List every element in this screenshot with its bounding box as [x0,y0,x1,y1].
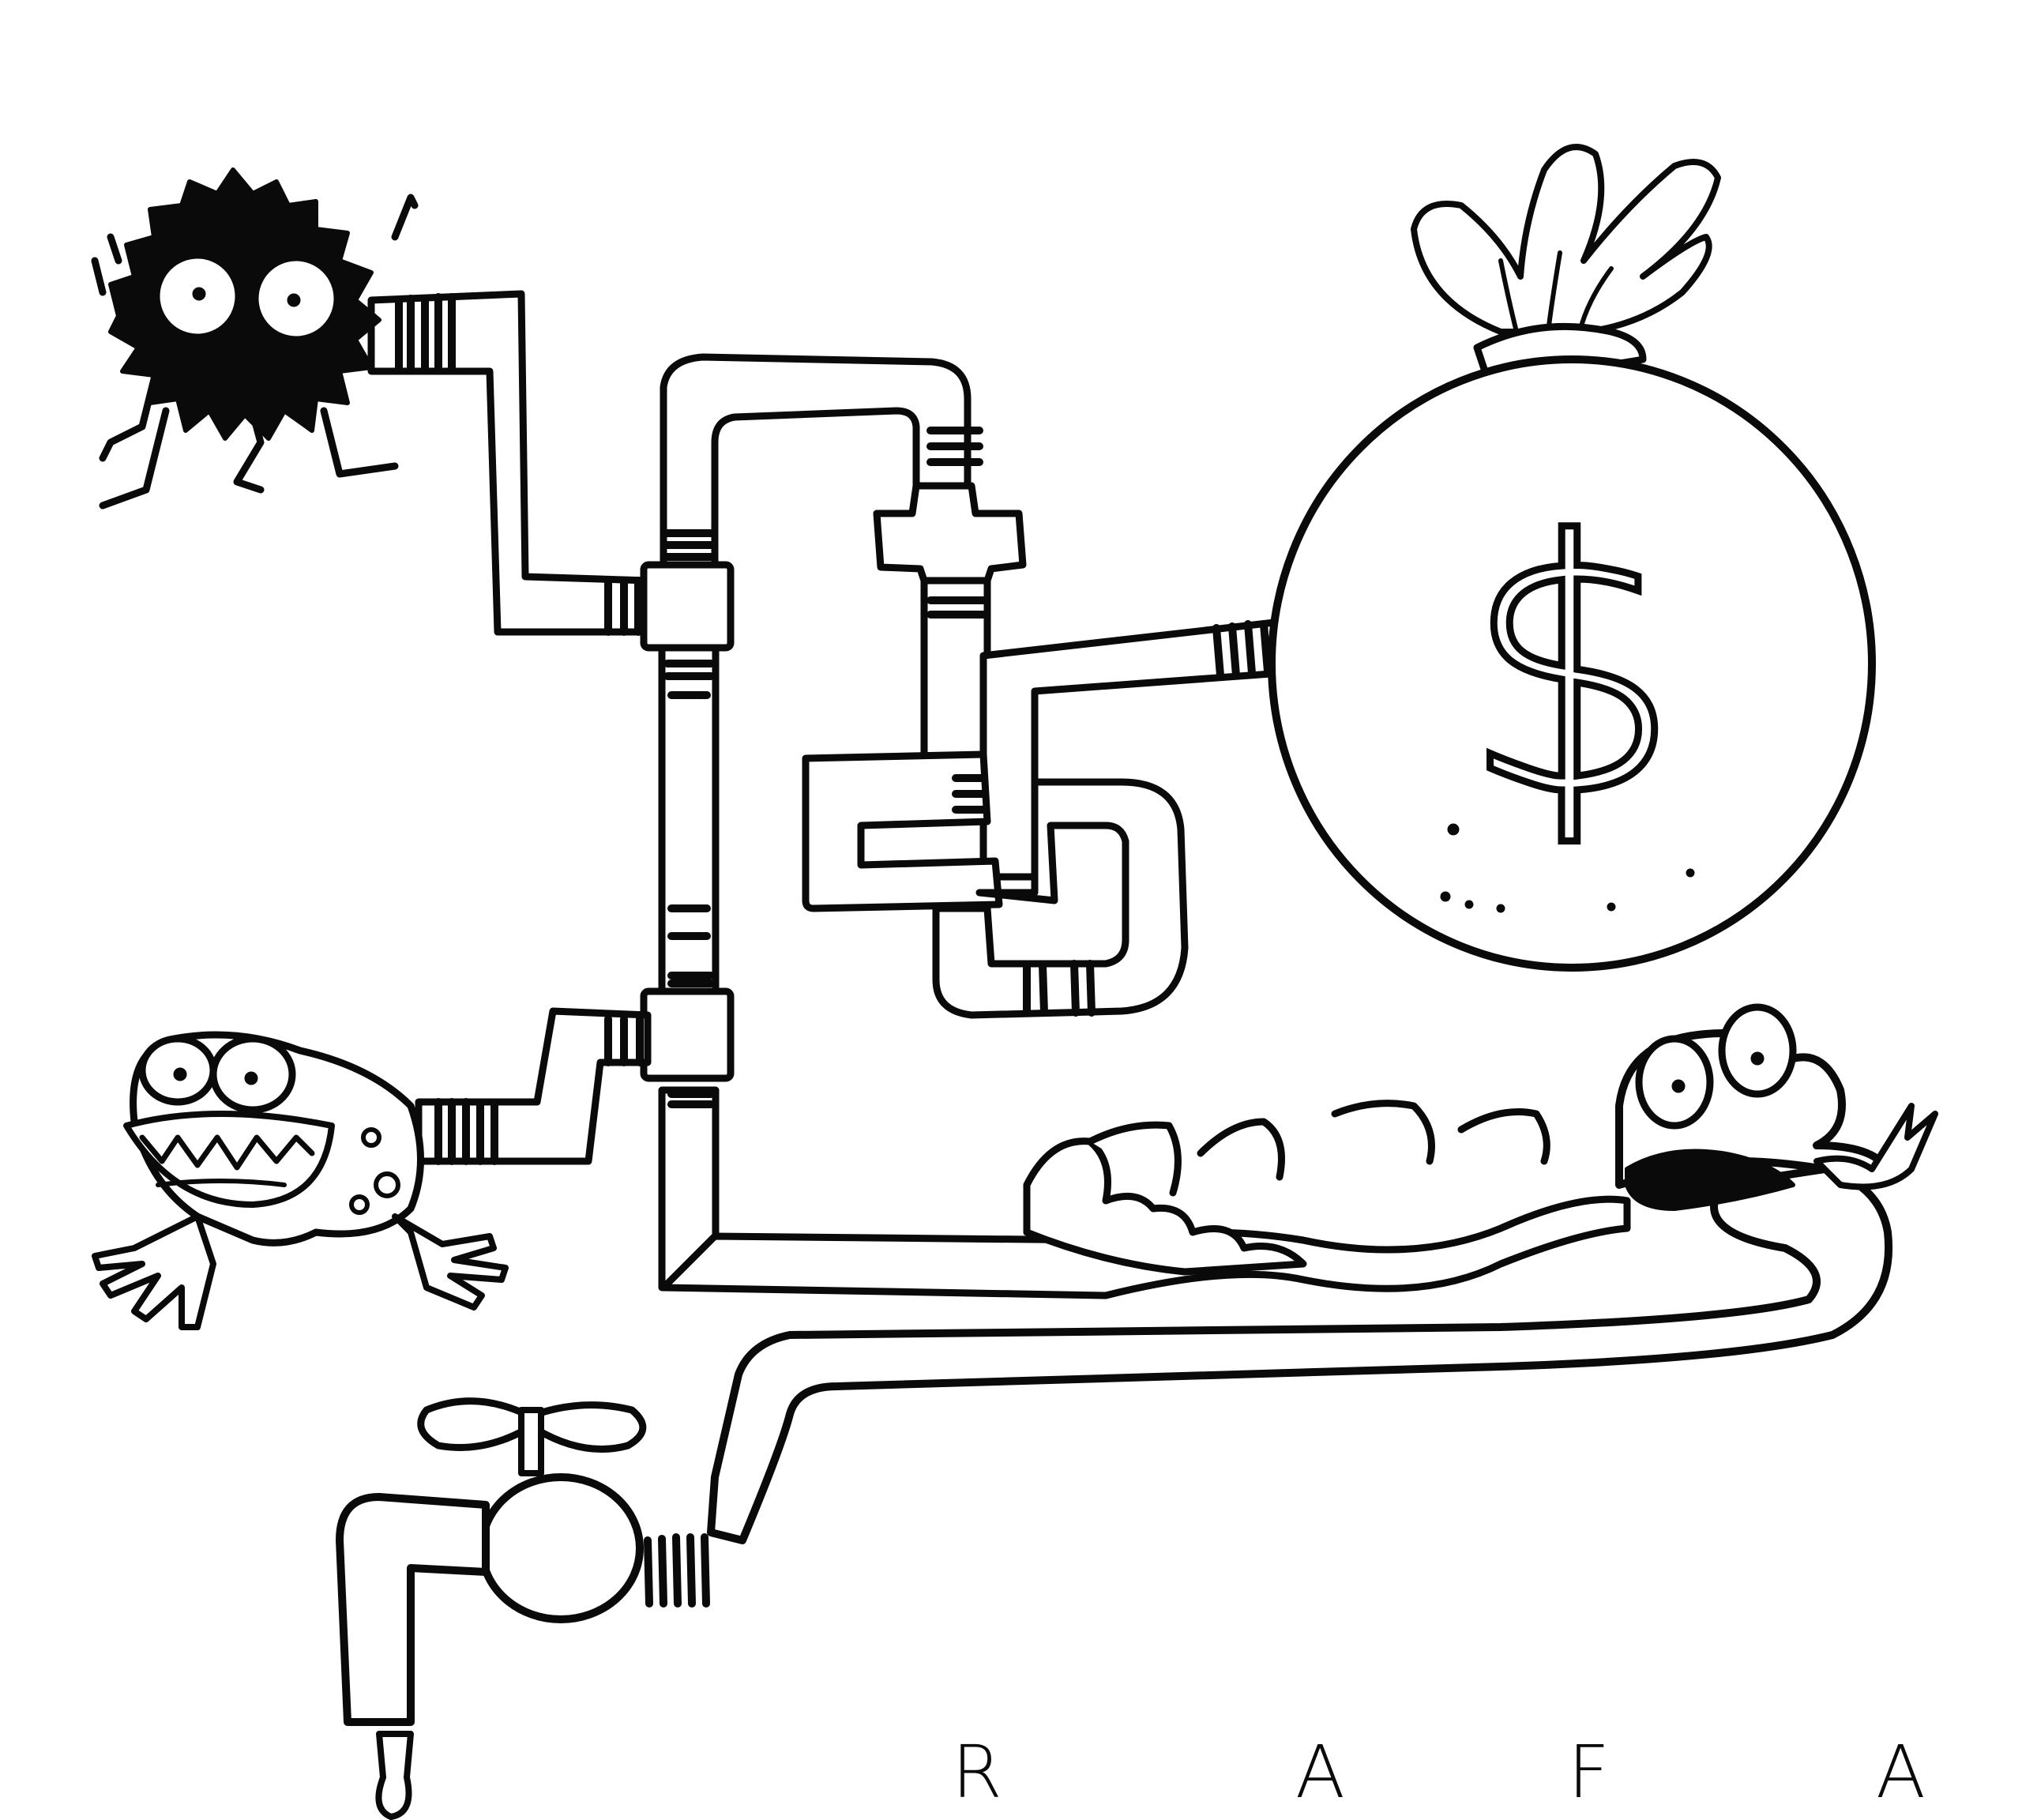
signature-letter-4: A [1876,1730,1926,1814]
snake-back-bumps [1023,1138,1307,1276]
snake-right-eye [1718,1003,1797,1098]
frog-pipe [415,1007,652,1165]
fuzzball-body [108,167,381,441]
fuzzball-left-pupil [192,287,206,301]
money-bag-dollar-sign: $ [1461,468,1682,872]
signature-letter-2: A [1295,1730,1345,1814]
signature-letter-3: F [1568,1730,1610,1814]
signature-letter-1: R [952,1730,1002,1814]
fuzzball-creature [91,167,419,510]
snake-mouth [1625,1149,1795,1211]
money-bag-body [1268,355,1876,972]
snake-body [707,1165,1893,1544]
faucet-handle [417,1397,647,1453]
faucet-spout [336,1493,490,1726]
pipe-threads [395,293,1287,1608]
faucet-body [478,1473,644,1623]
frog-creature [92,1031,509,1330]
artist-signature: R A F A [952,1730,1926,1814]
fuzzball-right-pupil [287,293,301,307]
money-bag: $ [1268,144,1876,972]
lower-t-joint [640,987,735,1082]
frog-right-hand [392,1213,509,1310]
faucet-stem [518,1407,544,1476]
snake-tongue [1813,1103,1938,1190]
pipe-network [367,290,1631,1299]
upper-t-joint [640,561,735,652]
frog-left-hand [92,1213,216,1330]
fuzzball-legs [91,194,419,510]
valve-body [873,482,1027,585]
tangled-loop-outer [802,750,1003,912]
tangled-loop-u [932,778,1189,1019]
snake-creature [707,1003,1938,1544]
money-bag-ruffle [1411,144,1721,335]
water-drop [375,1731,414,1820]
money-bag-speckles [1440,823,1695,913]
faucet [336,1397,647,1820]
